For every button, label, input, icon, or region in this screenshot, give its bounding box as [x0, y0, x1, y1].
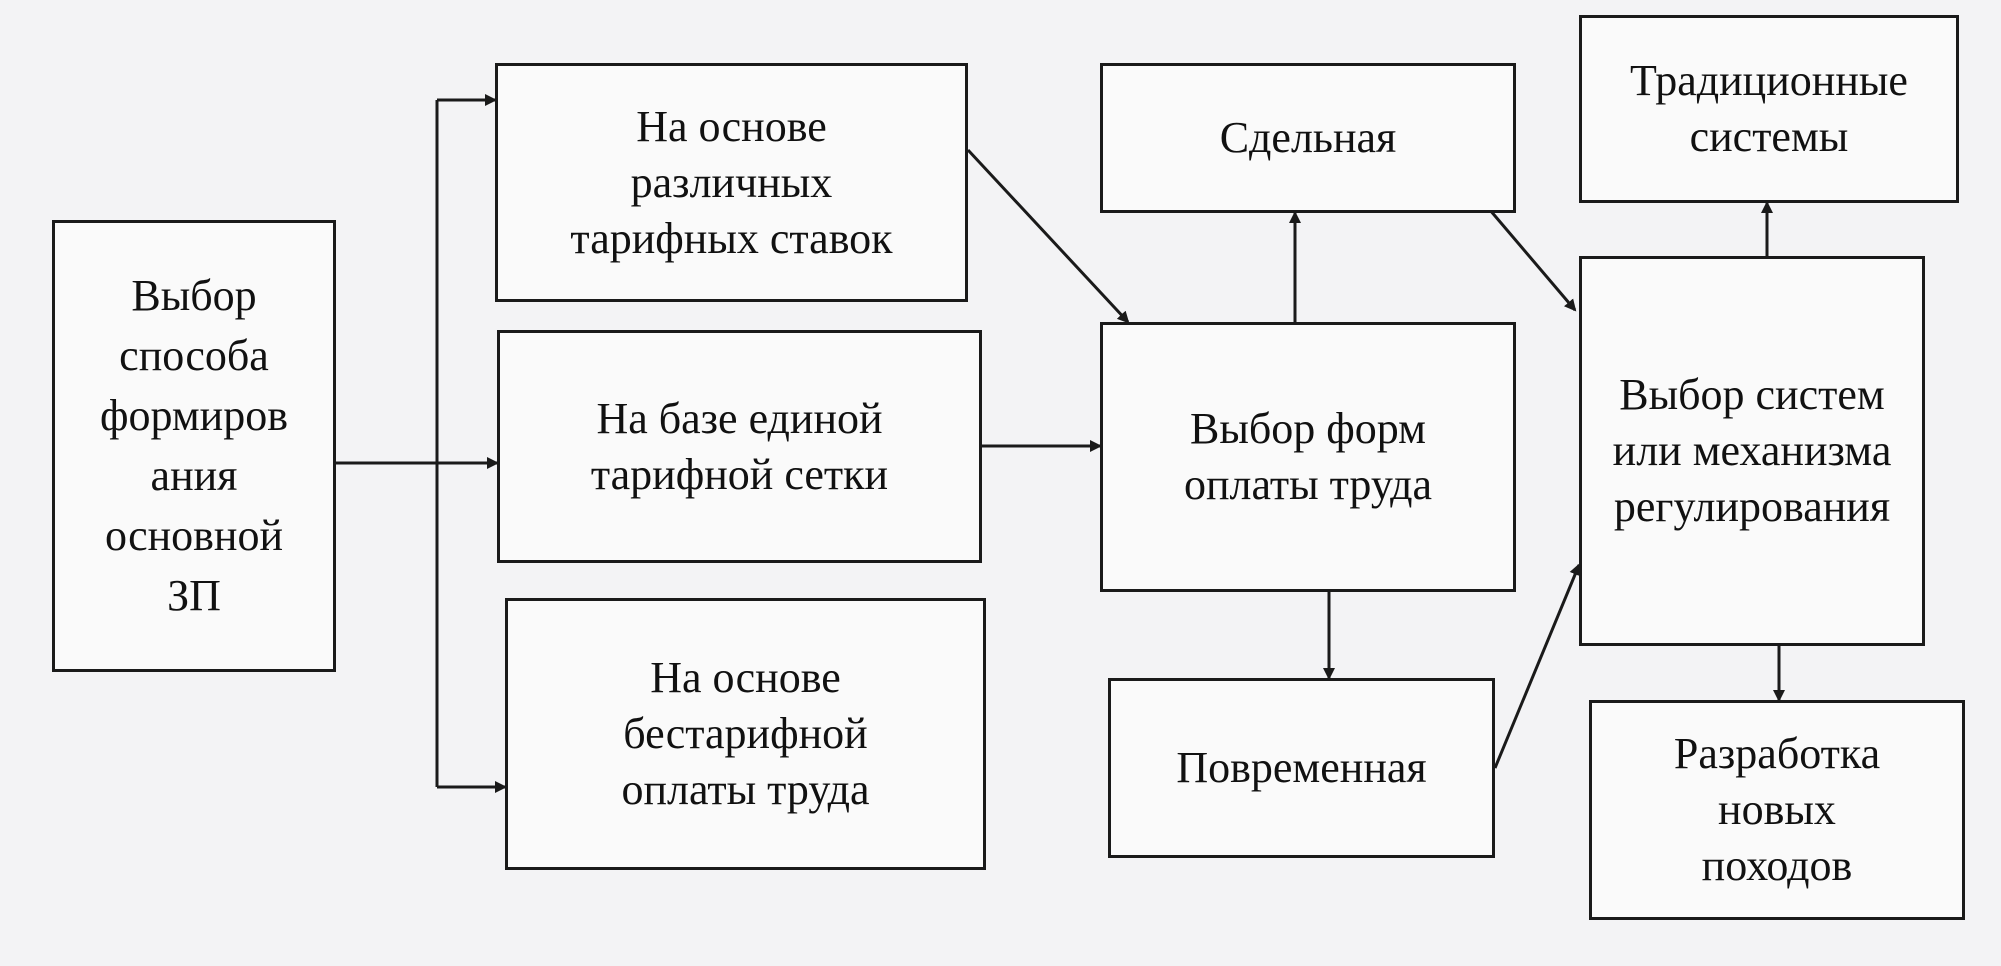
node-piecework: Сдельная — [1100, 63, 1516, 213]
node-tariffless-label: На основе бестарифной оплаты труда — [621, 653, 870, 814]
node-single-grid: На базе единой тарифной сетки — [497, 330, 982, 563]
node-choice-base-pay: Выбор способа формиров ания основной ЗП — [52, 220, 336, 672]
node-choice-forms-label: Выбор форм оплаты труда — [1183, 404, 1432, 509]
node-different-rates: На основе различных тарифных ставок — [495, 63, 968, 302]
node-single-grid-label: На базе единой тарифной сетки — [590, 393, 889, 499]
node-tariffless: На основе бестарифной оплаты труда — [505, 598, 986, 870]
node-choice-forms: Выбор форм оплаты труда — [1100, 322, 1516, 592]
edge-different-rates-to-choice-forms — [966, 148, 1130, 324]
node-time-based-label: Повременная — [1176, 743, 1427, 792]
edge-piecework-to-choice-systems — [1482, 202, 1577, 312]
node-choice-systems: Выбор систем или механизма регулирования — [1579, 256, 1925, 646]
node-time-based: Повременная — [1108, 678, 1495, 858]
node-choice-systems-label: Выбор систем или механизма регулирования — [1612, 370, 1892, 531]
node-different-rates-label: На основе различных тарифных ставок — [570, 101, 893, 263]
node-choice-base-pay-label: Выбор способа формиров ания основной ЗП — [99, 271, 288, 620]
node-new-approaches: Разработка новых походов — [1589, 700, 1965, 920]
node-traditional: Традиционные системы — [1579, 15, 1959, 203]
node-new-approaches-label: Разработка новых походов — [1673, 729, 1881, 890]
node-traditional-label: Традиционные системы — [1630, 56, 1908, 161]
edge-time-based-to-choice-systems — [1493, 563, 1581, 769]
node-piecework-label: Сдельная — [1219, 113, 1397, 162]
